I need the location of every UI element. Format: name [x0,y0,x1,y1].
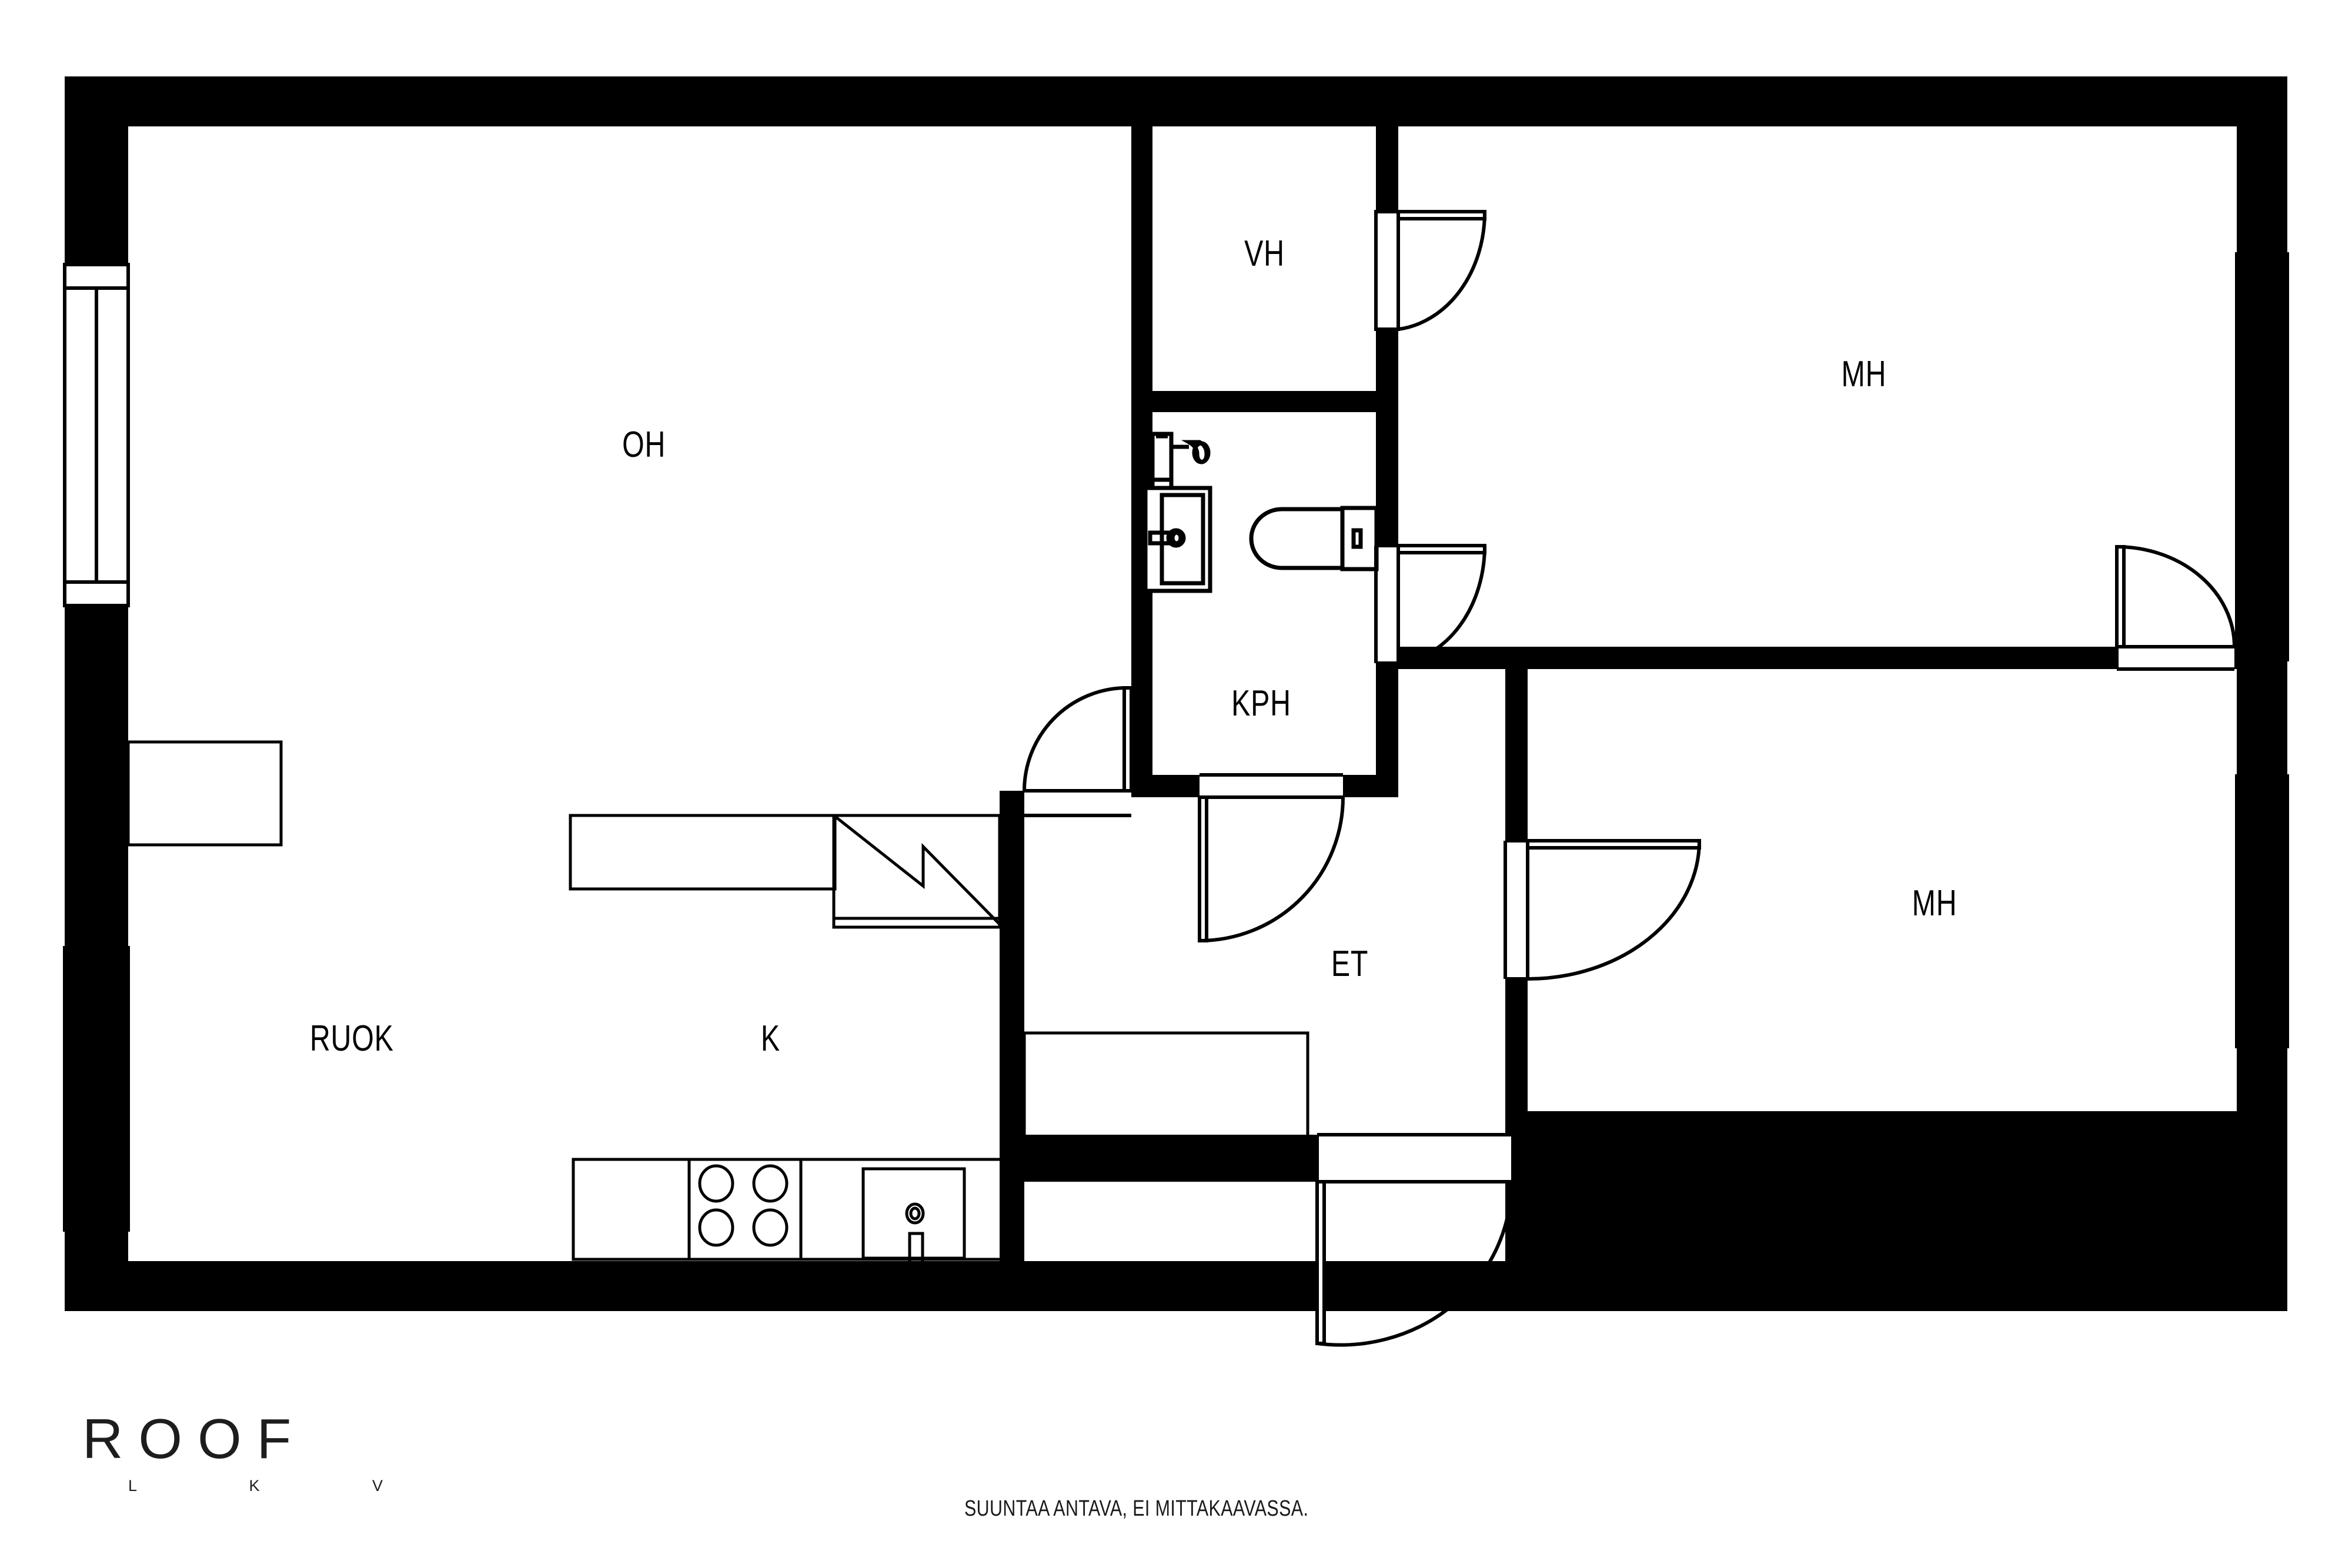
kph-fixtures [1143,432,1379,593]
window-left-lower [63,946,130,1232]
vh-interior [1152,148,1376,391]
sink-vanity-icon [1143,486,1212,593]
room-label-oh: OH [622,424,666,464]
window-right-upper [2235,252,2289,661]
window-left-upper [63,263,130,607]
logo-subtitle: L K V [128,1477,437,1495]
door-vh[interactable] [1374,210,1487,331]
mh1-interior [1398,126,2237,647]
door-mh2[interactable] [1504,839,1701,981]
kitchen-fixtures [569,814,1004,1268]
mh2-interior [1528,669,2237,1111]
room-label-vh: VH [1244,233,1285,273]
radiator-icon [126,740,283,847]
room-label-kph: KPH [1231,683,1291,723]
room-labels: OH VH MH KPH MH ET RUOK K [310,233,1957,1058]
room-label-k: K [761,1018,780,1058]
door-mh1[interactable] [1374,544,1487,665]
door-et-kph[interactable] [1198,773,1345,942]
room-label-mh1: MH [1842,353,1887,394]
partition-vh-bottom [1131,391,1398,412]
partition-mh2-bottom [1505,1111,2287,1158]
partition-kitchen-bottom [1000,1135,1329,1182]
kph-interior [1152,412,1376,775]
room-label-mh2: MH [1912,882,1957,923]
windows-group [63,252,2289,1232]
oh-ruok-interior [128,126,1000,1261]
stove-icon [687,1158,803,1261]
room-label-ruok: RUOK [310,1018,394,1058]
toilet-icon [1249,506,1379,571]
door-entry[interactable] [1315,1133,1514,1347]
interior-repunch [128,126,2237,1261]
partition-et-right-lower [1505,1135,1570,1311]
logo-wordmark: ROOF [82,1407,307,1470]
other-furniture [126,740,1309,1139]
doors-group [1023,210,2236,1347]
scale-disclaimer-caption: SUUNTAA ANTAVA, EI MITTAKAAVASSA. [964,1496,1309,1521]
company-logo: ROOF L K V [82,1411,388,1495]
hall-closet-icon [1023,1031,1309,1139]
lower-counter-icon [572,1158,1004,1268]
partition-kph-left [1131,126,1152,791]
corridor-interior [1024,815,1131,1135]
kitchen-sink-icon [861,1167,966,1268]
door-mh1-right[interactable] [2115,545,2236,671]
door-kph[interactable] [1023,686,1133,817]
window-right-lower [2235,774,2289,1048]
et-interior-extra [1398,669,1505,1135]
oh-right-strip [1024,126,1131,791]
refrigerator-icon [832,814,1001,929]
room-label-et: ET [1331,943,1368,984]
